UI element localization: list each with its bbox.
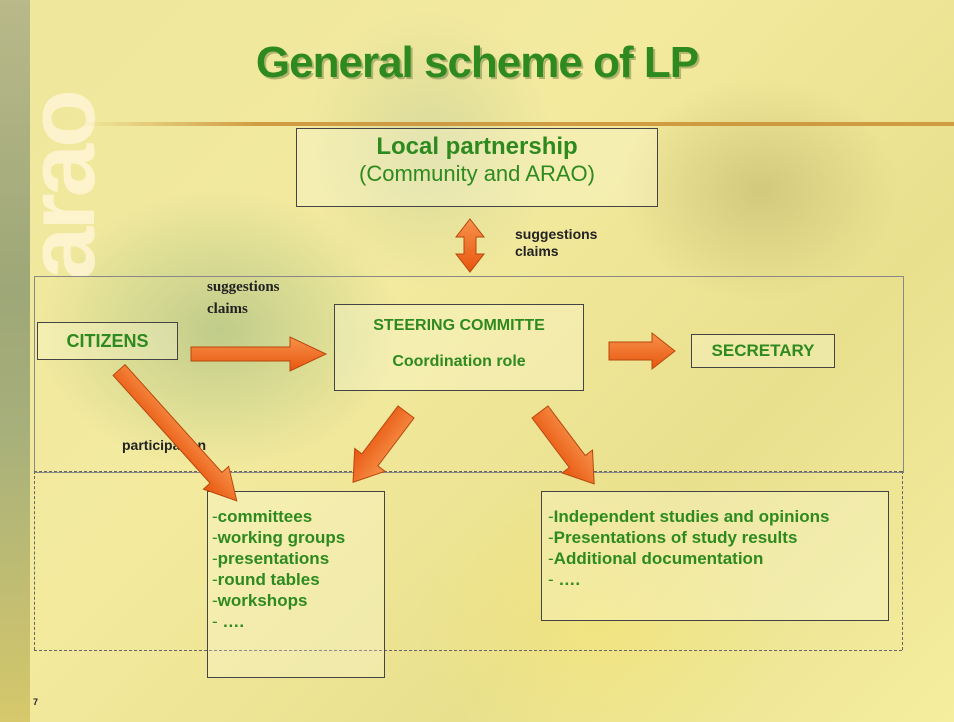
list-item: -committees [212, 507, 313, 526]
arrow-steering-to-activities [352, 405, 415, 483]
list-item: -workshops [212, 591, 308, 610]
steering-committee-role: Coordination role [392, 353, 526, 370]
local-partnership-subtitle: (Community and ARAO) [359, 161, 595, 186]
arrow-citizens-to-activities [112, 363, 238, 502]
main-region-frame [34, 276, 904, 473]
studies-documentation-list: -Independent studies and opinions -Prese… [548, 506, 888, 590]
local-partnership-title: Local partnership [376, 133, 578, 160]
double-arrow-vertical [454, 218, 486, 273]
arrow-citizens-to-steering [190, 336, 328, 372]
list-item: - …. [548, 570, 581, 589]
list-item: -Presentations of study results [548, 528, 798, 547]
list-item: -Additional documentation [548, 549, 764, 568]
header-divider [80, 122, 954, 126]
dashed-divider-left [34, 471, 35, 650]
secretary-box: SECRETARY [691, 334, 835, 368]
studies-documentation-box: -Independent studies and opinions -Prese… [541, 491, 889, 621]
participation-activities-box: -committees -working groups -presentatio… [207, 491, 385, 678]
left-decorative-strip [0, 0, 30, 722]
list-item: -round tables [212, 570, 320, 589]
label-claims-left: claims [207, 301, 248, 317]
slide-title: General scheme of LP [255, 38, 699, 87]
list-item: -working groups [212, 528, 346, 547]
label-suggestions-top: suggestions [515, 226, 598, 242]
list-item: - …. [212, 612, 245, 631]
participation-activities-list: -committees -working groups -presentatio… [212, 506, 384, 632]
local-partnership-box: Local partnership (Community and ARAO) [296, 128, 658, 207]
steering-committee-box: STEERING COMMITTE Coordination role [334, 304, 584, 391]
arrow-steering-to-secretary [608, 331, 676, 371]
label-claims-top: claims [515, 243, 559, 259]
dashed-divider-bottom [34, 650, 902, 651]
label-suggestions-left: suggestions [207, 279, 280, 295]
dashed-divider-right [902, 471, 903, 650]
steering-committee-title: STEERING COMMITTE [373, 317, 545, 334]
page-number: 7 [33, 697, 39, 707]
arrow-steering-to-studies [531, 405, 595, 485]
dashed-divider-top [34, 471, 902, 472]
citizens-box: CITIZENS [37, 322, 178, 360]
list-item: -presentations [212, 549, 330, 568]
list-item: -Independent studies and opinions [548, 507, 830, 526]
